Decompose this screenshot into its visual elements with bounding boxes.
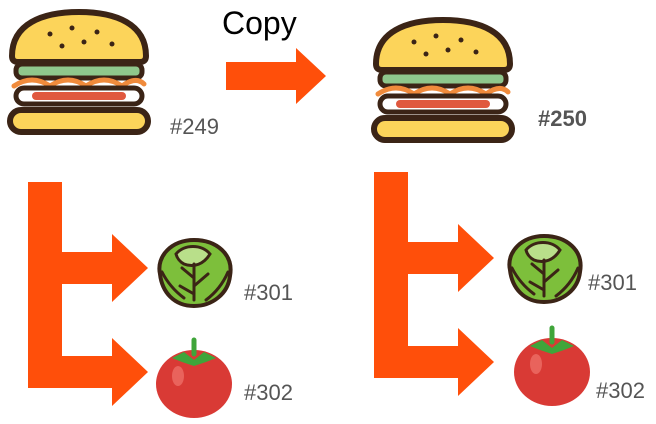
tomato-icon — [156, 340, 232, 418]
left-child-1-label: #301 — [244, 280, 293, 305]
burger-icon — [374, 20, 512, 140]
left-child-2-label: #302 — [244, 380, 293, 405]
right-branch-arrow — [374, 172, 494, 396]
copy-label: Copy — [222, 5, 297, 41]
cabbage-icon — [507, 234, 583, 304]
cabbage-icon — [157, 238, 233, 308]
right-child-2-label: #302 — [596, 378, 645, 403]
right-burger-label: #250 — [538, 106, 587, 131]
left-branch-arrow — [28, 182, 148, 406]
tomato-icon — [514, 328, 590, 406]
left-burger-label: #249 — [170, 114, 219, 139]
burger-icon — [10, 12, 148, 132]
copy-arrow — [226, 48, 326, 104]
right-child-1-label: #301 — [588, 270, 637, 295]
